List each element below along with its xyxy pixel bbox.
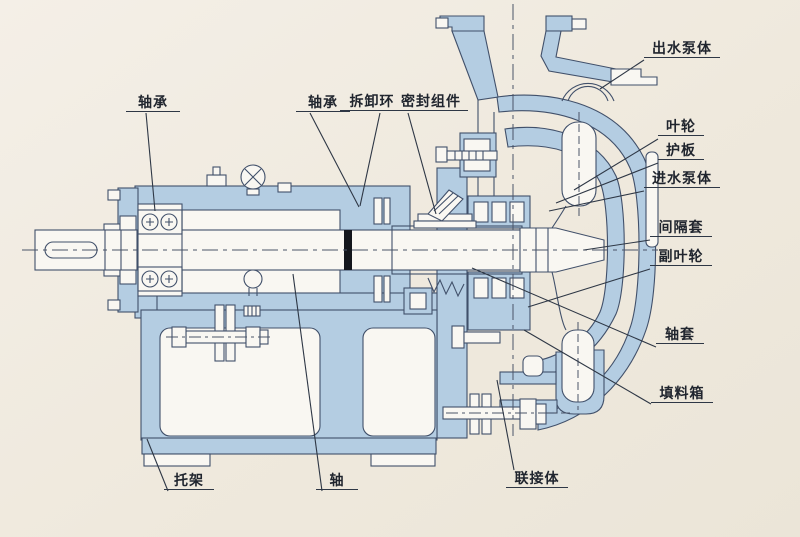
- outlet-funnel-shape: [435, 15, 658, 196]
- label-shaft: 轴: [316, 472, 358, 490]
- label-removal-ring: 拆卸环: [340, 93, 404, 111]
- label-connecting-body: 联接体: [506, 470, 568, 488]
- housing-fittings: [206, 164, 292, 296]
- label-bearing-left: 轴承: [126, 94, 180, 112]
- label-outlet-pump-body: 出水泵体: [644, 40, 720, 58]
- label-guard-plate: 护板: [658, 142, 704, 160]
- bracket-shape: [140, 304, 438, 467]
- seal-assembly-shape: [373, 132, 498, 315]
- label-inlet-pump-body: 进水泵体: [644, 170, 720, 188]
- stuffing-box-shape: [467, 195, 531, 331]
- label-spacer-sleeve: 间隔套: [650, 219, 712, 237]
- label-bearing-right: 轴承: [296, 94, 350, 112]
- label-auxiliary-impeller: 副叶轮: [650, 248, 712, 266]
- centerlines: [22, 4, 658, 436]
- label-stuffing-box: 填料箱: [651, 385, 713, 403]
- leader-lines: [145, 59, 659, 492]
- label-seal-assembly: 密封组件: [394, 93, 468, 111]
- label-shaft-sleeve: 轴套: [656, 326, 704, 344]
- label-impeller: 叶轮: [658, 118, 704, 136]
- shaft-shoulder-right: [344, 230, 352, 270]
- label-bracket: 托架: [164, 472, 214, 490]
